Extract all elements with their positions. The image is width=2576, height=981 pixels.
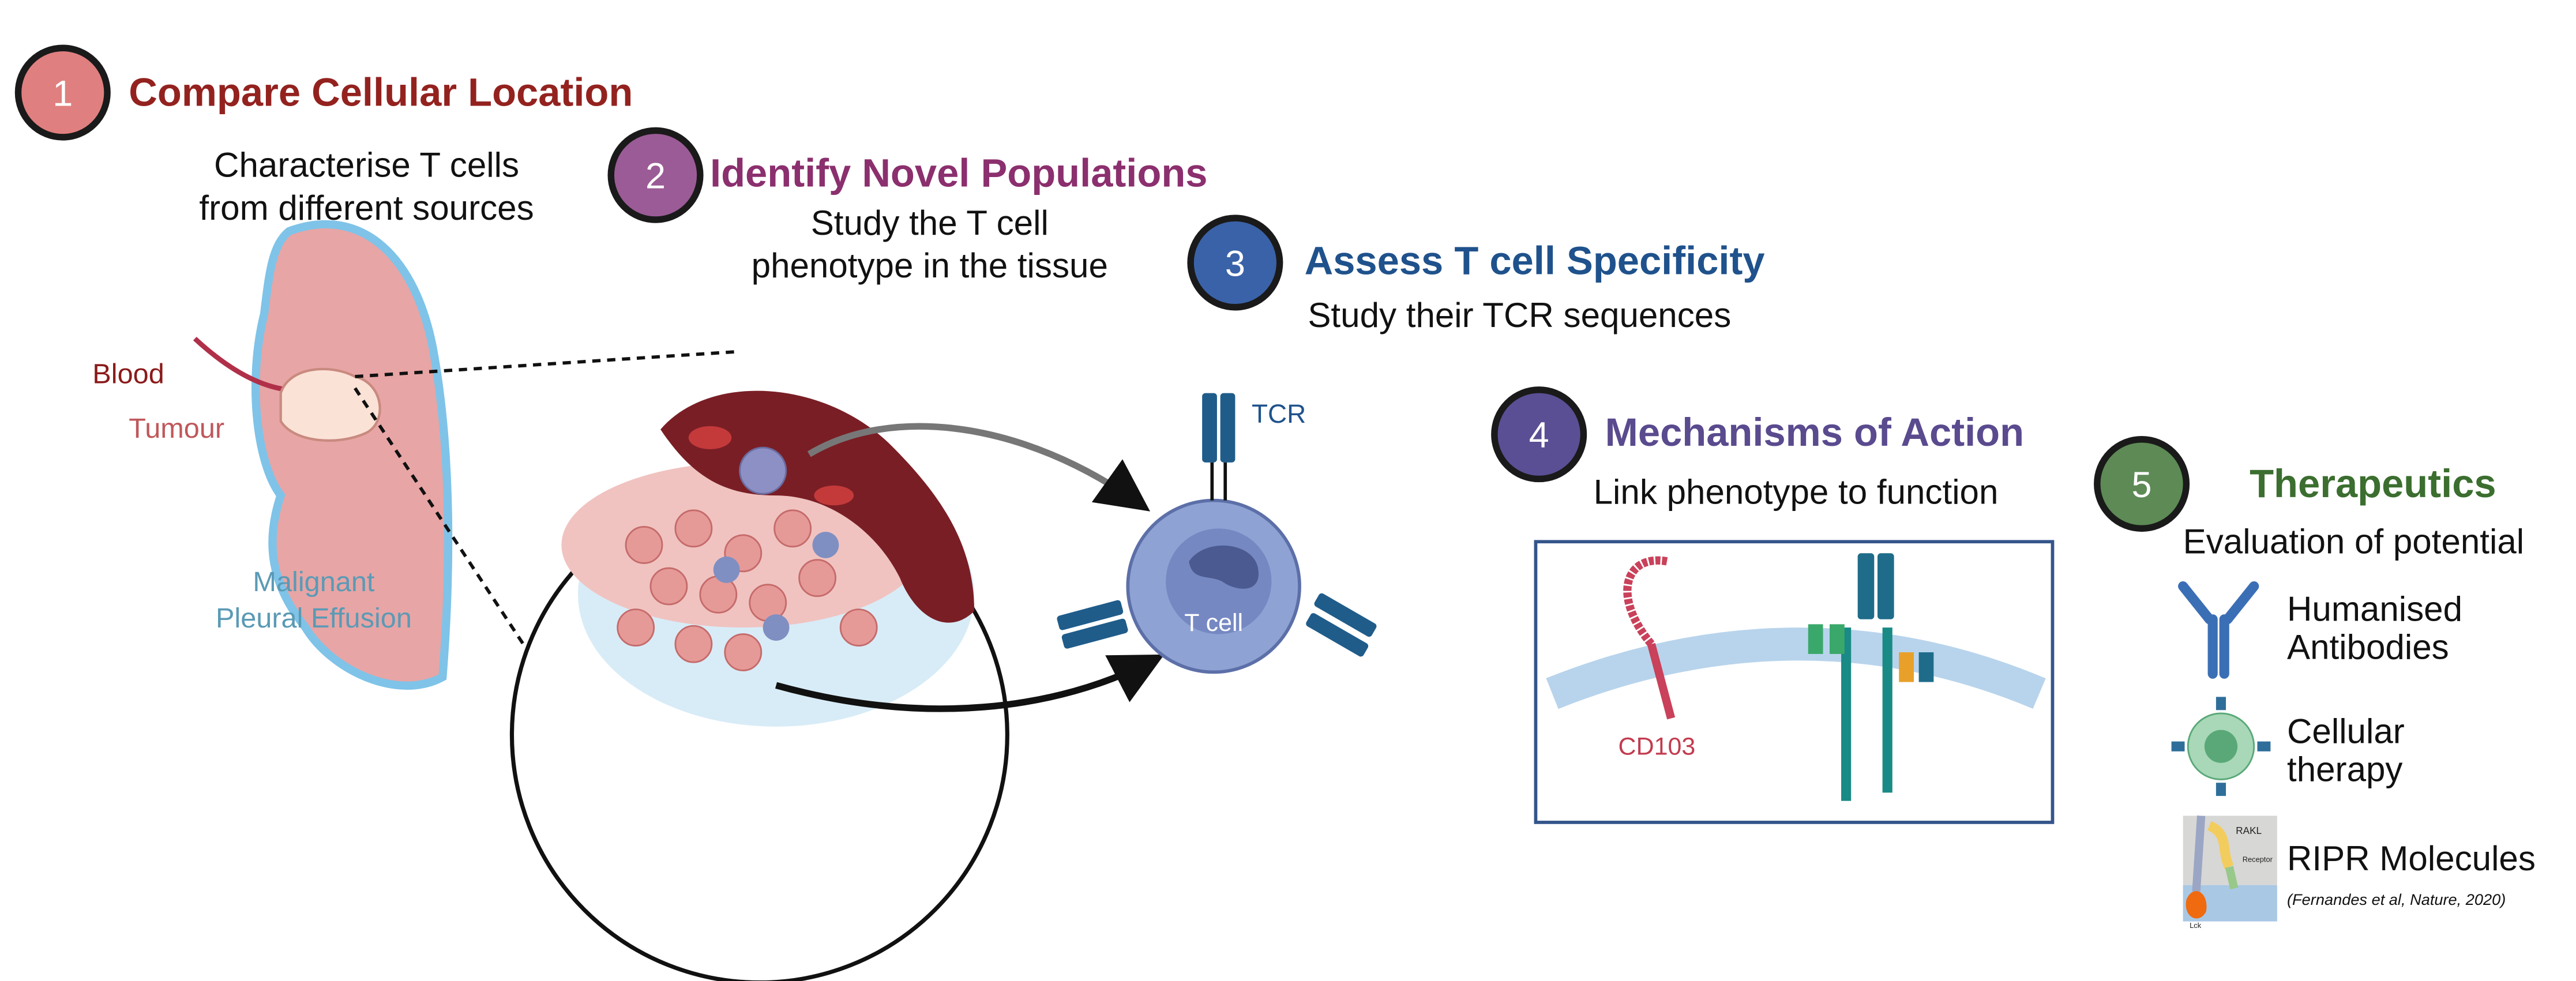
svg-text:Receptor: Receptor (2243, 855, 2273, 864)
tcr-label: TCR (1252, 399, 1306, 429)
step-number-circle (14, 44, 111, 141)
step-number: 5 (2132, 465, 2152, 505)
step-number-circle (1491, 386, 1587, 483)
membrane-panel: CD103 (1534, 540, 2055, 824)
therapeutic-label: Humanised (2287, 590, 2462, 629)
step-number-circle (1187, 215, 1283, 311)
step-title: Identify Novel Populations (710, 151, 1207, 196)
therapeutic-label: Antibodies (2287, 628, 2449, 667)
tissue-zoom-circle (510, 390, 1165, 981)
t-cell-illustration: T cell TCR (1057, 393, 1377, 674)
step-subtitle: phenotype in the tissue (752, 246, 1108, 285)
step-subtitle: Characterise T cells (214, 146, 519, 185)
step-title: Mechanisms of Action (1605, 410, 2024, 454)
cell-therapy-icon (2171, 697, 2271, 796)
step-subtitle: Evaluation of potential (2183, 522, 2524, 561)
citation: (Fernandes et al, Nature, 2020) (2287, 890, 2506, 908)
antibody-icon (2178, 581, 2259, 679)
blood-label: Blood (92, 358, 164, 389)
step-number-circle (607, 127, 704, 223)
therapeutic-item-antibodies: Humanised Antibodies (2178, 581, 2462, 679)
ripr-molecule-icon: RAKL Receptor Lck (2183, 815, 2277, 930)
lung-illustration: Blood Tumour Malignant Pleural Effusion (92, 220, 735, 690)
step-number: 1 (52, 73, 73, 114)
tcr-icon (1057, 393, 1377, 657)
step-subtitle: Link phenotype to function (1594, 472, 1999, 511)
therapeutic-label: therapy (2287, 750, 2403, 788)
step-number: 3 (1225, 243, 1245, 284)
step-3: 3 Assess T cell Specificity Study their … (1187, 215, 1765, 334)
step-2: 2 Identify Novel Populations Study the T… (607, 127, 1207, 285)
therapeutic-label: RIPR Molecules (2287, 839, 2536, 878)
step-subtitle: Study their TCR sequences (1308, 296, 1731, 334)
step-title: Therapeutics (2250, 461, 2496, 506)
step-5: 5 Therapeutics Evaluation of potential (2094, 436, 2524, 561)
therapeutic-label: Cellular (2287, 712, 2405, 751)
step-4: 4 Mechanisms of Action Link phenotype to… (1491, 386, 2024, 511)
svg-text:RAKL: RAKL (2236, 825, 2262, 836)
tumour-mass (279, 367, 381, 442)
step-subtitle: from different sources (199, 189, 534, 227)
svg-text:Lck: Lck (2190, 921, 2202, 930)
step-1: 1 Compare Cellular Location Characterise… (14, 44, 633, 227)
step-title: Assess T cell Specificity (1305, 238, 1765, 283)
step-number-circle (2094, 436, 2190, 532)
therapeutic-item-cellular: Cellular therapy (2171, 697, 2405, 796)
step-number: 2 (645, 156, 666, 197)
tumour-label: Tumour (129, 413, 224, 444)
effusion-label: Pleural Effusion (216, 603, 412, 634)
step-subtitle: Study the T cell (811, 204, 1049, 242)
therapeutic-item-ripr: RAKL Receptor Lck RIPR Molecules (Fernan… (2183, 815, 2536, 930)
cd103-label: CD103 (1619, 733, 1696, 761)
effusion-label: Malignant (253, 566, 374, 597)
t-cell-label: T cell (1184, 609, 1243, 637)
step-title: Compare Cellular Location (129, 70, 633, 114)
step-number: 4 (1529, 415, 1549, 456)
